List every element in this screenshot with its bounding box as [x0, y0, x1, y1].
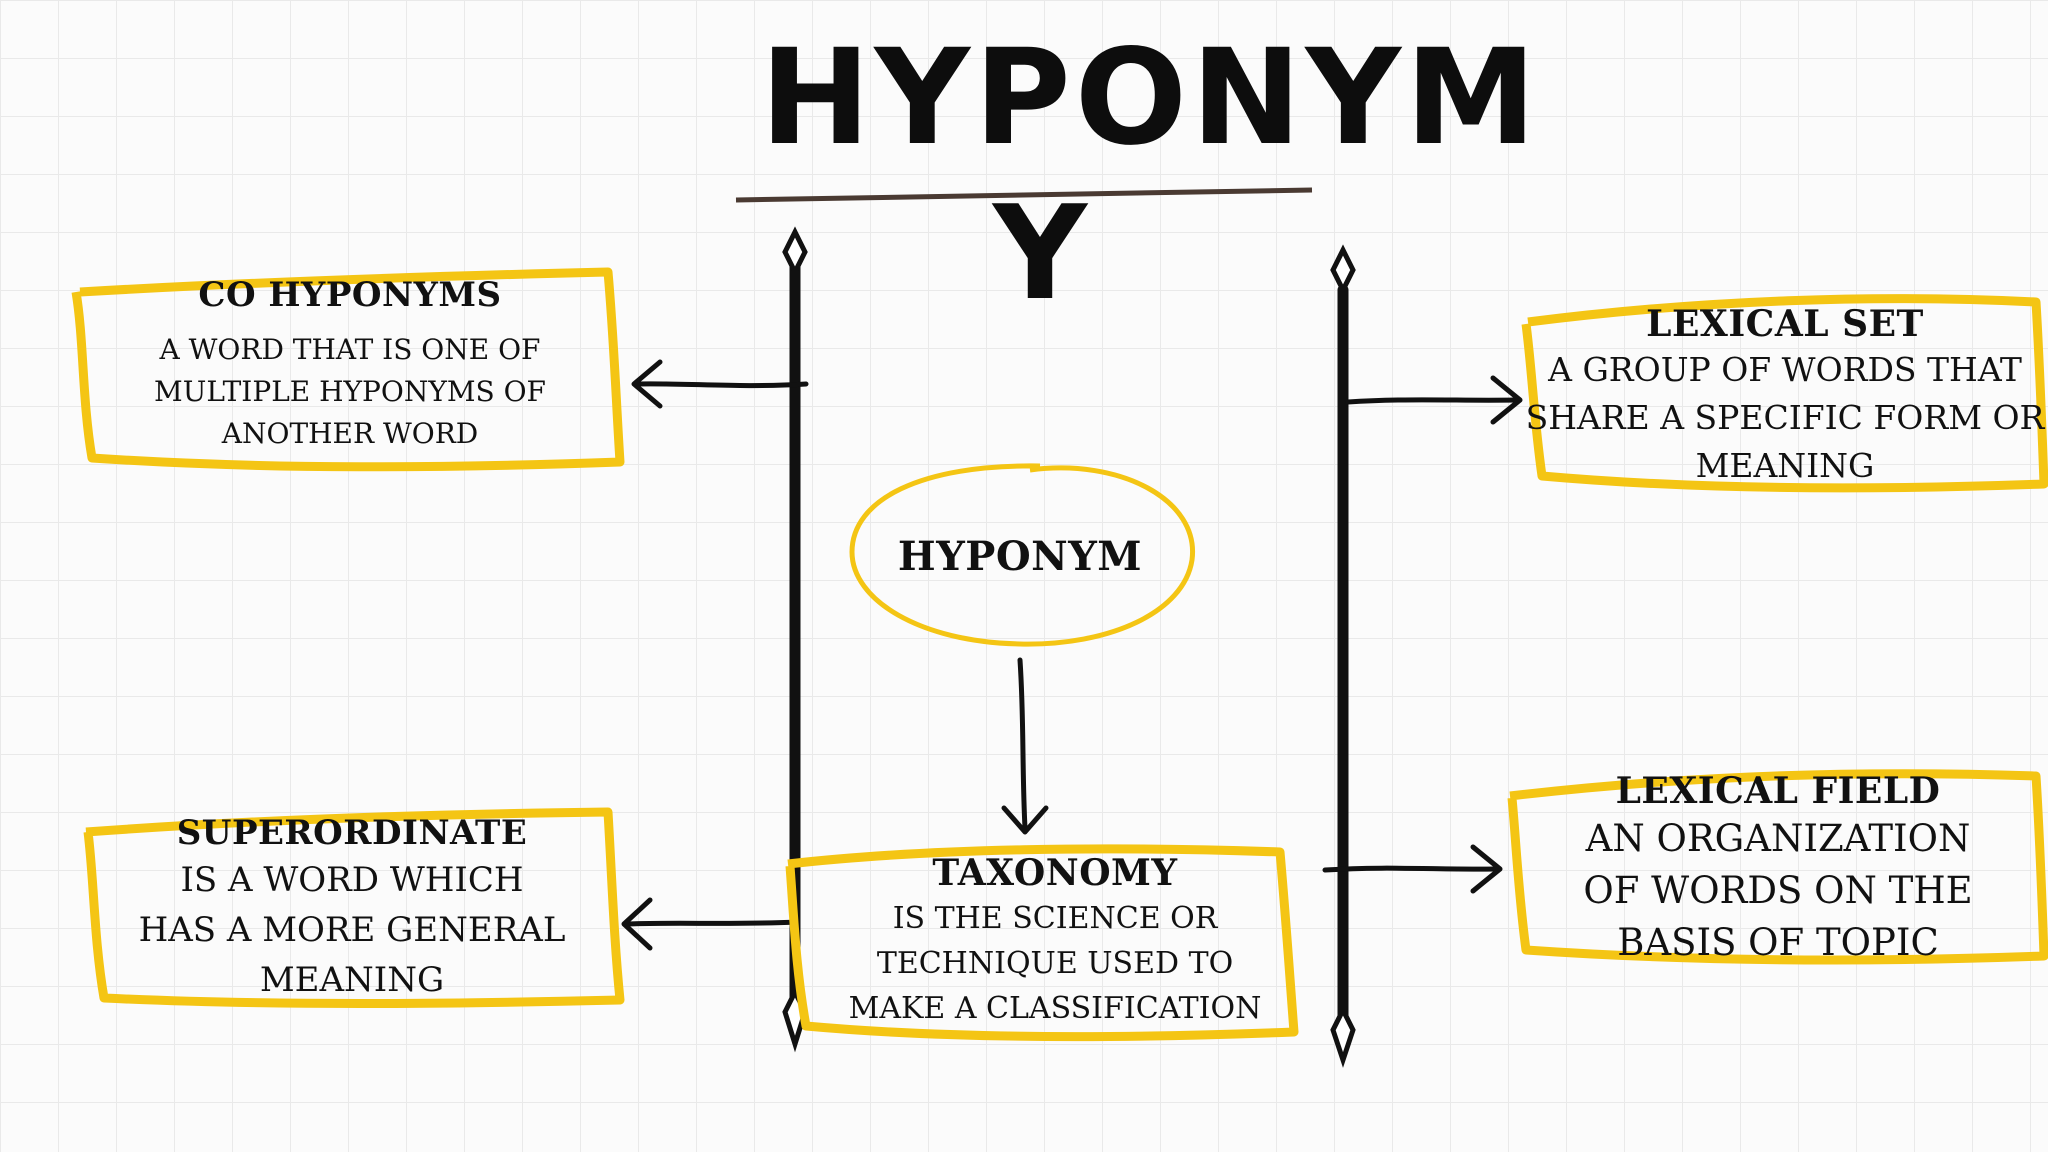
page-title: HYPONYM	[760, 21, 1541, 175]
co-hyponyms-title: CO HYPONYMS	[198, 275, 502, 315]
taxonomy-frame	[785, 844, 1299, 1042]
lexical-set-frame	[1521, 294, 2048, 493]
arrow-to-superordinate	[621, 897, 799, 951]
taxonomy-line-3: MAKE A CLASSIFICATION	[848, 990, 1262, 1026]
taxonomy-line-1: IS THE SCIENCE OR	[892, 900, 1218, 936]
co-hyponyms-line-2: MULTIPLE HYPONYMS OF	[154, 375, 546, 408]
lexical-set-line-3: MEANING	[1695, 446, 1875, 485]
lexical-field-line-1: AN ORGANIZATION	[1585, 817, 1971, 860]
taxonomy-line-2: TECHNIQUE USED TO	[876, 945, 1234, 981]
center-node: HYPONYM	[880, 520, 1160, 592]
arrow-to-co-hyponyms	[631, 359, 809, 409]
arrow-to-lexical-field	[1322, 844, 1503, 894]
center-ellipse	[849, 463, 1195, 647]
arrow-to-lexical-set	[1345, 375, 1523, 425]
lexical-field-frame	[1507, 769, 2048, 965]
superordinate-line-2: HAS A MORE GENERAL	[138, 910, 566, 950]
taxonomy-title: TAXONOMY	[932, 851, 1178, 894]
co-hyponyms-node: CO HYPONYMS A WORD THAT IS ONE OF MULTIP…	[110, 275, 590, 450]
co-hyponyms-frame	[71, 267, 625, 472]
superordinate-node: SUPERORDINATE IS A WORD WHICH HAS A MORE…	[110, 812, 594, 1004]
center-label: HYPONYM	[897, 532, 1143, 580]
title-underline	[735, 187, 1313, 203]
right-spine	[1330, 244, 1356, 1068]
lexical-set-line-2: SHARE A SPECIFIC FORM OR	[1525, 398, 2045, 437]
lexical-field-line-3: BASIS OF TOPIC	[1617, 921, 1939, 964]
co-hyponyms-line-3: ANOTHER WORD	[221, 417, 479, 450]
superordinate-line-3: MEANING	[259, 960, 445, 1000]
lexical-set-title: LEXICAL SET	[1646, 303, 1924, 345]
arrow-to-taxonomy	[1001, 657, 1049, 835]
lexical-field-line-2: OF WORDS ON THE	[1583, 869, 1973, 912]
co-hyponyms-line-1: A WORD THAT IS ONE OF	[159, 333, 541, 366]
lexical-set-node: LEXICAL SET A GROUP OF WORDS THAT SHARE …	[1526, 303, 2045, 486]
lexical-field-node: LEXICAL FIELD AN ORGANIZATION OF WORDS O…	[1516, 770, 2040, 966]
page-title-wrap: Y	[992, 177, 1088, 329]
superordinate-frame	[83, 807, 625, 1008]
lexical-set-line-1: A GROUP OF WORDS THAT	[1548, 350, 2022, 389]
taxonomy-node: TAXONOMY IS THE SCIENCE OR TECHNIQUE USE…	[820, 850, 1290, 1030]
lexical-field-title: LEXICAL FIELD	[1615, 770, 1941, 812]
superordinate-title: SUPERORDINATE	[176, 813, 528, 853]
superordinate-line-1: IS A WORD WHICH	[180, 860, 524, 900]
